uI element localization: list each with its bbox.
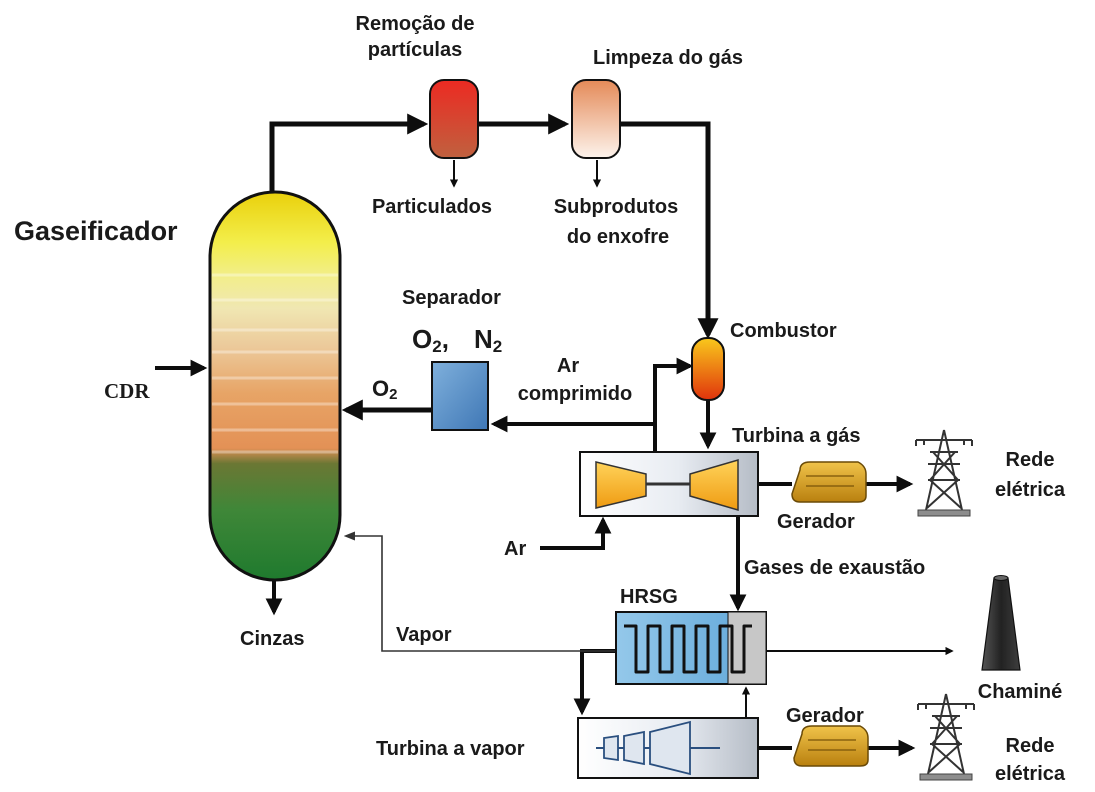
gasifier-to-removal-line (269, 113, 429, 210)
bottom-generator (793, 725, 869, 767)
gas-cleaning-unit (571, 79, 621, 159)
top-generator-label: Gerador (777, 511, 855, 533)
oxygen-label: O2 (372, 376, 397, 403)
stack-label: Chaminé (978, 681, 1062, 703)
air-inlet-arrow (540, 516, 612, 550)
top-transmission-tower (915, 429, 973, 517)
svg-text:O2: O2 (372, 376, 397, 403)
compressed-air-to-combustor-line (653, 357, 694, 424)
compressed-air-label-line2: comprimido (518, 383, 632, 405)
top-grid-label-line1: Rede (1006, 449, 1055, 471)
air-inlet-label: Ar (504, 538, 526, 560)
sulfur-label-line2: do enxofre (567, 226, 669, 248)
separator-label: Separador (402, 287, 501, 309)
gas-cleaning-label: Limpeza do gás (593, 47, 743, 69)
steam-turbine-label: Turbina a vapor (376, 738, 525, 760)
combustor-vessel (691, 337, 725, 401)
steam-to-gasifier-line (343, 531, 616, 652)
hrsg-label: HRSG (620, 586, 678, 608)
svg-text:O2,: O2, (412, 324, 449, 356)
gas-turbine-label: Turbina a gás (732, 425, 861, 447)
bottom-grid-label-line2: elétrica (995, 763, 1066, 785)
bottom-transmission-tower (917, 693, 975, 781)
compressed-air-label-line1: Ar (557, 355, 579, 377)
ashes-label: Cinzas (240, 628, 304, 650)
removal-label-line2: partículas (368, 39, 462, 61)
gasifier-label: Gaseificador (14, 216, 178, 246)
removal-label-line1: Remoção de (356, 13, 475, 35)
hrsg-unit (615, 611, 767, 685)
sulfur-label-line1: Subprodutos (554, 196, 678, 218)
particle-removal-unit (429, 79, 479, 159)
exhaust-label: Gases de exaustão (744, 557, 925, 579)
bottom-generator-label: Gerador (786, 705, 864, 727)
gasifier-vessel (208, 190, 342, 582)
top-grid-label-line2: elétrica (995, 479, 1066, 501)
hrsg-to-steam-turbine-line (573, 649, 616, 716)
steam-label: Vapor (396, 624, 452, 646)
steam-turbine-unit (577, 717, 759, 779)
stack-chimney (981, 575, 1021, 671)
top-generator (791, 461, 867, 503)
separator-gases-label: O2, N2 (412, 324, 502, 356)
gas-turbine-unit (579, 451, 759, 517)
particulates-label: Particulados (372, 196, 492, 218)
air-separator-unit (431, 361, 489, 431)
cleaning-to-combustor-line (620, 121, 719, 340)
bottom-grid-label-line1: Rede (1006, 735, 1055, 757)
compressed-air-to-separator-line (490, 415, 657, 452)
svg-text:N2: N2 (474, 324, 502, 356)
combustor-label: Combustor (730, 320, 837, 342)
cdr-label: CDR (104, 379, 150, 403)
